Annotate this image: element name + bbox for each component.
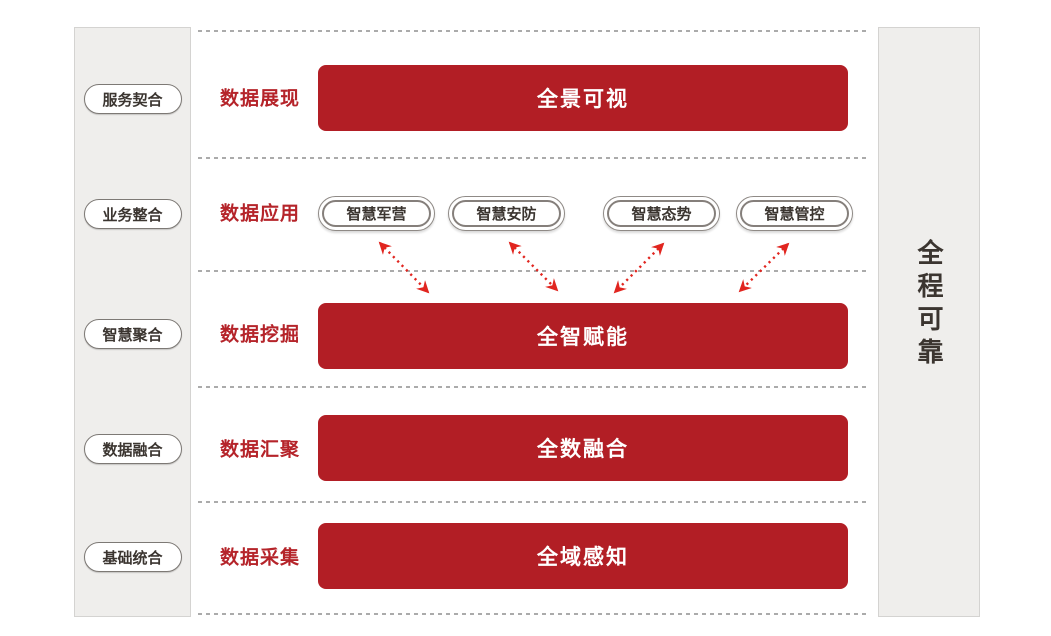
capability-pill-2: 业务整合: [83, 199, 182, 229]
capability-pill-3: 智慧聚合: [83, 319, 182, 349]
app-pill-3: 智慧态势: [603, 196, 720, 231]
separator-line: [198, 613, 870, 615]
layer-bar-3-text: 全数融合: [537, 438, 629, 461]
app-pill-1-label: 智慧军营: [322, 200, 431, 227]
flow-arrow-4: [738, 242, 790, 293]
layer-label-mining: 数据挖掘: [220, 324, 301, 346]
left-capability-panel: 服务契合 业务整合 智慧聚合 数据融合 基础统合: [74, 27, 191, 617]
layer-label-aggregate: 数据汇聚: [220, 439, 301, 461]
app-pill-1: 智慧军营: [318, 196, 435, 231]
layer-bar-2-text: 全智赋能: [537, 326, 629, 349]
layer-bar-4-text: 全域感知: [537, 546, 629, 569]
layer-label-apply: 数据应用: [220, 203, 301, 225]
assurance-title: 全程可靠: [914, 239, 944, 371]
layer-bar-4: 全域感知: [318, 523, 848, 589]
layer-label-display: 数据展现: [220, 88, 301, 110]
right-assurance-panel: 全程可靠: [878, 27, 980, 617]
separator-line: [198, 270, 870, 272]
app-pill-3-label: 智慧态势: [607, 200, 716, 227]
layer-label-collect: 数据采集: [220, 547, 301, 569]
layer-bar-1-text: 全景可视: [537, 88, 629, 111]
app-pill-4: 智慧管控: [736, 196, 853, 231]
flow-arrow-1: [378, 241, 430, 294]
layer-bar-3: 全数融合: [318, 415, 848, 481]
separator-line: [198, 386, 870, 388]
app-pill-2: 智慧安防: [448, 196, 565, 231]
separator-line: [198, 501, 870, 503]
layer-bar-1: 全景可视: [318, 65, 848, 131]
separator-line: [198, 157, 870, 159]
separator-line: [198, 30, 870, 32]
flow-arrow-2: [508, 241, 559, 292]
layer-bar-2: 全智赋能: [318, 303, 848, 369]
flow-arrow-3: [613, 242, 665, 294]
app-pill-2-label: 智慧安防: [452, 200, 561, 227]
capability-pill-1: 服务契合: [83, 84, 182, 114]
app-pill-4-label: 智慧管控: [740, 200, 849, 227]
capability-pill-5: 基础统合: [83, 542, 182, 572]
capability-pill-4: 数据融合: [83, 434, 182, 464]
